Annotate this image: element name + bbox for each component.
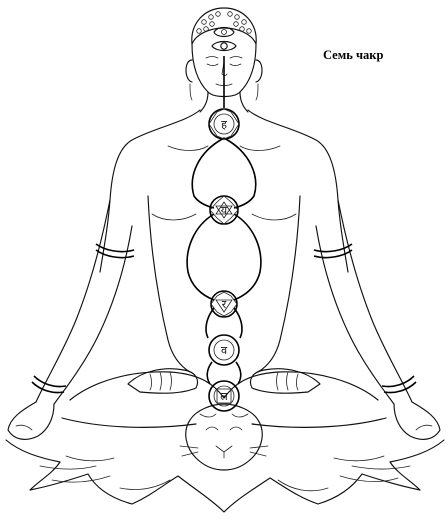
tiger-skin-rug [5, 439, 445, 513]
root-chakra [208, 380, 240, 412]
throat-seed-glyph: ह [221, 118, 227, 131]
right-arm [313, 199, 441, 440]
heart-seed-glyph: य [221, 204, 228, 217]
sacral-chakra [208, 334, 240, 366]
torso [99, 109, 349, 373]
sacral-seed-glyph: व [221, 344, 228, 357]
solar-plexus-seed-glyph: र [222, 298, 227, 311]
root-seed-glyph: ल [220, 390, 228, 403]
left-arm [7, 199, 135, 440]
throat-chakra [208, 108, 240, 140]
tiger-head [179, 403, 269, 471]
heart-chakra [209, 195, 239, 225]
diagram-caption: Семь чакр [323, 48, 384, 62]
neck [199, 91, 249, 113]
third-eye-chakra [211, 40, 237, 52]
crown-chakra [213, 26, 235, 38]
solar-plexus-chakra [210, 290, 238, 318]
